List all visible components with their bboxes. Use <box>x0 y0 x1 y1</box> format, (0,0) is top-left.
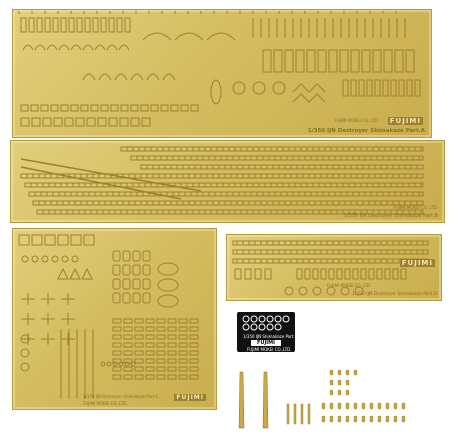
fret-a-parts <box>18 11 421 127</box>
small-fittings <box>321 369 406 423</box>
fret-a-brand: FUJIMI <box>387 117 423 125</box>
decal-label: 1/350 IJN Shimakaze Part.E <box>243 334 298 339</box>
fret-b-parts <box>20 146 424 215</box>
fret-d-label: 1/350 IJN Destroyer Shimakaze Part.D <box>351 292 437 297</box>
fret-d-parts <box>232 240 429 296</box>
fret-d-maker: FUJIMI MOKEI CO.,LTD. <box>327 283 372 288</box>
decal-maker: FUJIMI MOKEI CO.,LTD. <box>247 347 292 352</box>
decal-brand: FUJIMI <box>251 340 281 346</box>
photo-etch-fret-b: 1/350 IJN Destroyer Shimakaze Part.B FUJ… <box>10 140 445 223</box>
fret-a-label: 1/350 IJN Destroyer Shimakaze Part.A <box>307 128 425 134</box>
photo-etch-fret-c: 1/350 IJN Destroyer Shimakaze Part.C FUJ… <box>12 228 217 410</box>
fret-c-label: 1/350 IJN Destroyer Shimakaze Part.C <box>83 394 159 399</box>
fret-a-maker: FUJIMI MOKEI CO.,LTD. <box>334 118 380 123</box>
fret-d-brand: FUJIMI <box>399 259 435 267</box>
photo-etch-fret-a: 1/350 IJN Destroyer Shimakaze Part.A FUJ… <box>12 9 432 138</box>
photo-etch-fret-d: 1/350 IJN Destroyer Shimakaze Part.D FUJ… <box>226 234 442 301</box>
fret-c-parts <box>18 234 199 399</box>
fret-b-label: 1/350 IJN Destroyer Shimakaze Part.B <box>343 213 438 219</box>
decal-sheet: 1/350 IJN Shimakaze Part.E FUJIMI FUJIMI… <box>237 312 298 352</box>
mast-pair <box>238 371 269 429</box>
fret-c-brand: FUJIMI <box>174 394 206 401</box>
fret-c-maker: FUJIMI MOKEI CO.,LTD. <box>83 401 128 406</box>
barrel-set <box>286 403 311 425</box>
decal-circles <box>242 315 290 331</box>
fret-b-maker: FUJIMI MOKEI CO.,LTD. <box>393 205 439 210</box>
